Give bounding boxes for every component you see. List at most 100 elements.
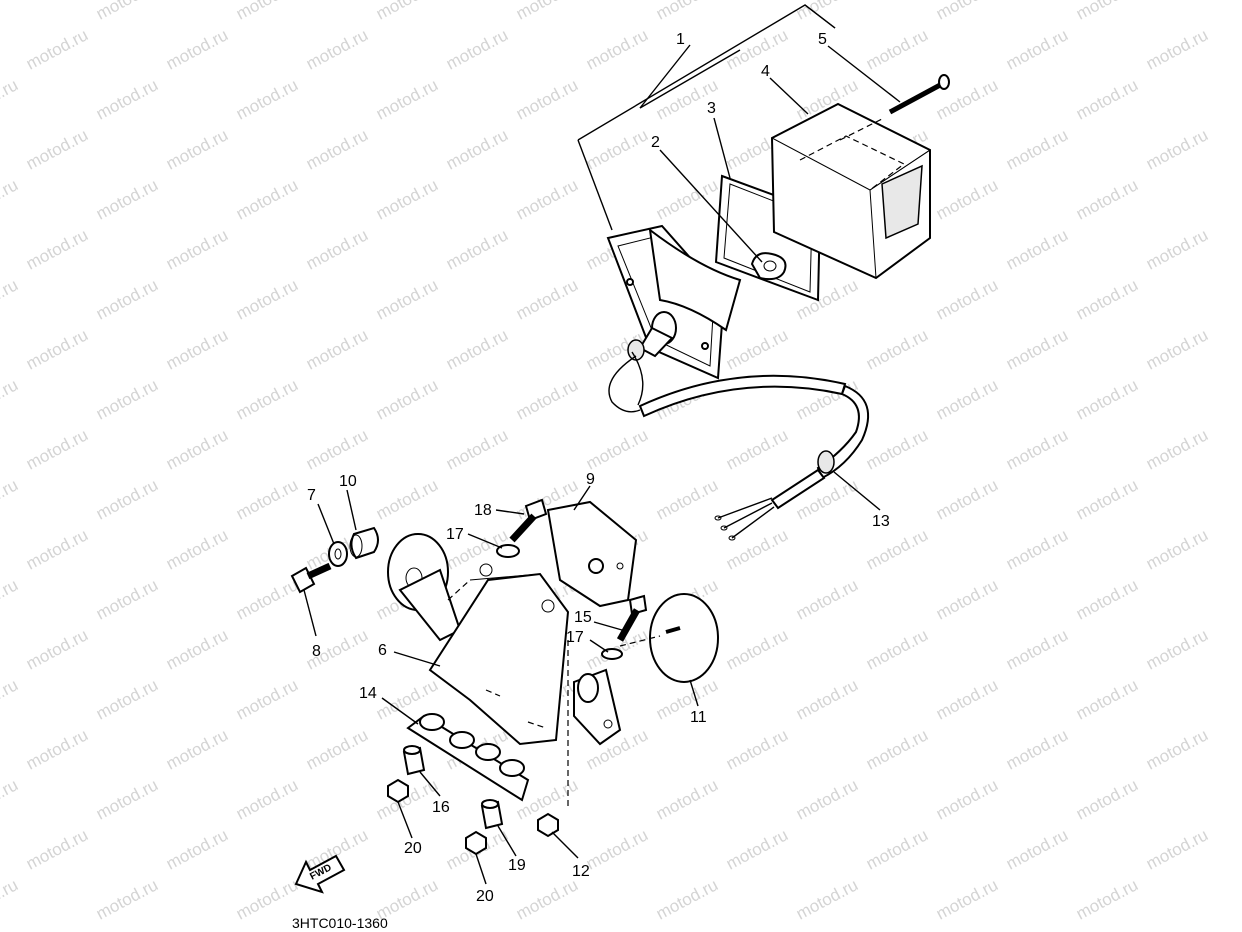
callout-7: 7 <box>307 487 316 504</box>
watermark-text-17: motod.ru <box>1143 25 1211 73</box>
watermark-text-170: motod.ru <box>1073 875 1141 923</box>
watermark-text-52: motod.ru <box>1003 225 1071 273</box>
watermark-text-90: motod.ru <box>0 475 21 523</box>
wire-harness <box>608 351 870 541</box>
watermark-text-169: motod.ru <box>933 875 1001 923</box>
watermark-text-162: motod.ru <box>0 875 21 923</box>
callout-14: 14 <box>359 685 377 702</box>
watermark-text-125: motod.ru <box>1143 625 1211 673</box>
watermark-text-124: motod.ru <box>1003 625 1071 673</box>
rear-fender-bracket <box>428 563 570 746</box>
callout-17a: 17 <box>446 526 464 543</box>
tail-light-assembly <box>577 4 950 541</box>
watermark-text-99: motod.ru <box>23 525 91 573</box>
damper-strip <box>406 713 530 802</box>
watermark-text-19: motod.ru <box>93 75 161 123</box>
flange-bolt <box>290 562 332 594</box>
watermark-text-126: motod.ru <box>0 675 21 723</box>
watermark-text-2: motod.ru <box>233 0 301 24</box>
watermark-text-47: motod.ru <box>303 225 371 273</box>
watermark-text-143: motod.ru <box>1143 725 1211 773</box>
watermark-text-16: motod.ru <box>1003 25 1071 73</box>
watermark-text-118: motod.ru <box>163 625 231 673</box>
watermark-text-100: motod.ru <box>163 525 231 573</box>
callout-17b: 17 <box>566 629 584 646</box>
collar-16 <box>402 745 426 776</box>
watermark-text-135: motod.ru <box>23 725 91 773</box>
lamp-base-plate <box>606 224 742 380</box>
watermark-text-37: motod.ru <box>93 175 161 223</box>
watermark-text-22: motod.ru <box>513 75 581 123</box>
collar <box>349 526 379 560</box>
watermark-text-142: motod.ru <box>1003 725 1071 773</box>
watermark-text-7: motod.ru <box>933 0 1001 24</box>
watermark-text-55: motod.ru <box>93 275 161 323</box>
watermark-text-70: motod.ru <box>1003 325 1071 373</box>
collar-19 <box>480 799 504 830</box>
nut-20a <box>387 778 409 804</box>
watermark-text-84: motod.ru <box>443 425 511 473</box>
watermark-text-3: motod.ru <box>373 0 441 24</box>
watermark-text-29: motod.ru <box>303 125 371 173</box>
watermark-text-4: motod.ru <box>513 0 581 24</box>
bracket-bolt <box>509 498 548 543</box>
watermark-text-44: motod.ru <box>1073 175 1141 223</box>
watermark-text-157: motod.ru <box>583 825 651 873</box>
nut-12 <box>537 812 559 838</box>
watermark-text-48: motod.ru <box>443 225 511 273</box>
watermark-text-11: motod.ru <box>303 25 371 73</box>
watermark-text-36: motod.ru <box>0 175 21 223</box>
callout-4: 4 <box>761 63 770 80</box>
callout-20b: 20 <box>476 888 494 905</box>
watermark-text-98: motod.ru <box>1073 475 1141 523</box>
watermark-text-132: motod.ru <box>793 675 861 723</box>
watermark-text-114: motod.ru <box>793 575 861 623</box>
watermark-text-45: motod.ru <box>23 225 91 273</box>
watermark-text-127: motod.ru <box>93 675 161 723</box>
watermark-text-53: motod.ru <box>1143 225 1211 273</box>
watermark-text-58: motod.ru <box>513 275 581 323</box>
watermark-text-93: motod.ru <box>373 475 441 523</box>
callout-labels: 1 2 3 4 5 6 7 8 9 10 11 12 13 14 15 16 1… <box>307 31 890 905</box>
watermark-text-63: motod.ru <box>23 325 91 373</box>
callout-2: 2 <box>651 134 660 151</box>
watermark-text-141: motod.ru <box>863 725 931 773</box>
watermark-text-65: motod.ru <box>303 325 371 373</box>
watermark-text-79: motod.ru <box>933 375 1001 423</box>
watermark-text-20: motod.ru <box>233 75 301 123</box>
nut-20b <box>465 830 487 856</box>
callout-8: 8 <box>312 643 321 660</box>
watermark-text-38: motod.ru <box>233 175 301 223</box>
callout-15: 15 <box>574 609 592 626</box>
callout-10: 10 <box>339 473 357 490</box>
watermark-text-145: motod.ru <box>93 775 161 823</box>
watermark-text-87: motod.ru <box>863 425 931 473</box>
watermark-text-110: motod.ru <box>233 575 301 623</box>
watermark-text-27: motod.ru <box>23 125 91 173</box>
watermark-text-72: motod.ru <box>0 375 21 423</box>
watermark-text-26: motod.ru <box>1073 75 1141 123</box>
callout-20a: 20 <box>404 840 422 857</box>
watermark-text-10: motod.ru <box>163 25 231 73</box>
watermark-text-75: motod.ru <box>373 375 441 423</box>
watermark-text-122: motod.ru <box>723 625 791 673</box>
watermark-text-128: motod.ru <box>233 675 301 723</box>
watermark-text-41: motod.ru <box>653 175 721 223</box>
watermark-text-62: motod.ru <box>1073 275 1141 323</box>
callout-12: 12 <box>572 863 590 880</box>
watermark-text-109: motod.ru <box>93 575 161 623</box>
watermark-text-95: motod.ru <box>653 475 721 523</box>
watermark-text-161: motod.ru <box>1143 825 1211 873</box>
watermark-text-151: motod.ru <box>933 775 1001 823</box>
watermark-text-71: motod.ru <box>1143 325 1211 373</box>
watermark-text-149: motod.ru <box>653 775 721 823</box>
callout-9: 9 <box>586 471 595 488</box>
callout-11: 11 <box>690 709 707 726</box>
watermark-text-0: motod.ru <box>0 0 21 24</box>
callout-3: 3 <box>707 100 716 117</box>
fwd-arrow-icon: FWD <box>294 854 346 894</box>
watermark-text-167: motod.ru <box>653 875 721 923</box>
watermark-text-18: motod.ru <box>0 75 21 123</box>
